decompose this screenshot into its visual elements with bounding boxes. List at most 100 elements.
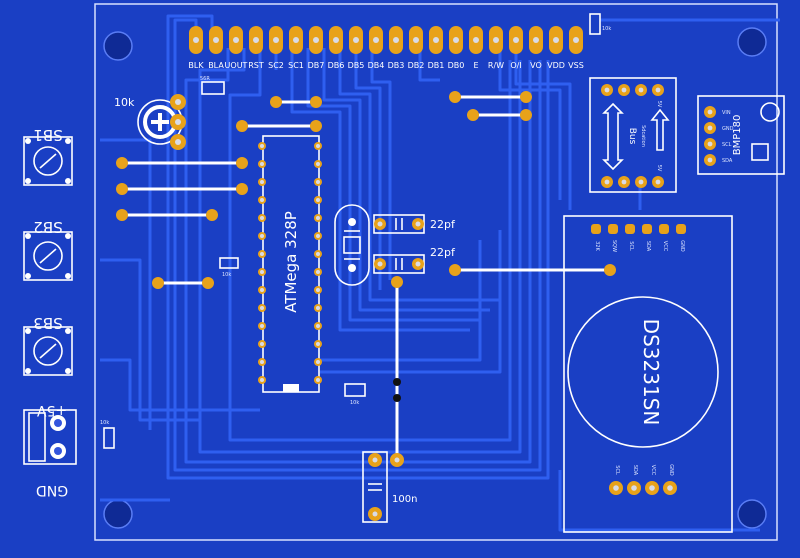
sb3-label: SB3 [33, 314, 62, 332]
lcd-pin-label: RST [248, 61, 264, 70]
capacitor-22pf-1 [373, 214, 425, 234]
mcu-pin [258, 304, 266, 312]
mcu-pin [314, 340, 322, 348]
mcu-pin [258, 178, 266, 186]
rtc-top-pin-label: GND [679, 240, 685, 252]
level-shifter-pin [652, 84, 664, 96]
trimmer-pot [137, 94, 186, 150]
lcd-pin-label: BLK [188, 61, 204, 70]
board-outline [94, 3, 778, 541]
lcd-pin [409, 26, 423, 54]
lcd-pin [349, 26, 363, 54]
button-sb3[interactable]: SB3 [23, 314, 73, 376]
mcu-pin [258, 340, 266, 348]
res5-label: 10k [350, 400, 359, 406]
bmp180-pin-label: GND [722, 126, 734, 132]
plus5v-label: +5V [36, 402, 67, 418]
jumper-wires [122, 95, 610, 456]
lcd-pin-label: R/W [488, 61, 504, 70]
smd-resistor-1: 56R [200, 76, 225, 95]
lcd-pin [189, 26, 203, 54]
res2-label: 10k [602, 26, 611, 32]
lcd-pin-label: VSS [568, 61, 584, 70]
lcd-pin [229, 26, 243, 54]
power-terminal: +5V GND [23, 402, 77, 498]
mcu-chip [258, 135, 322, 393]
capacitor-22pf-2 [373, 254, 425, 274]
rtc-top-pin [659, 224, 669, 234]
rtc-top-pin [608, 224, 618, 234]
rtc-top-pin-label: SDA [645, 241, 651, 252]
smd-resistor-5: 10k [344, 383, 366, 406]
sb2-label: SB2 [33, 218, 62, 236]
capacitor-100n [362, 451, 404, 523]
mcu-pin [314, 178, 322, 186]
level-shifter-pin [652, 176, 664, 188]
mcu-pin [258, 358, 266, 366]
bmp180-pin [704, 122, 716, 134]
ls-label1: Bus [627, 128, 637, 145]
level-shifter-pin-label: 5V [656, 165, 662, 172]
cap1-label: 22pf [430, 218, 456, 231]
lcd-pin-label: DB2 [408, 61, 425, 70]
level-shifter-pin [601, 176, 613, 188]
lcd-pin [289, 26, 303, 54]
mcu-pin [258, 376, 266, 384]
mcu-label: ATMega 328P [282, 211, 300, 313]
res1-label: 56R [200, 76, 210, 82]
rtc-top-pin [625, 224, 635, 234]
lcd-pin [269, 26, 283, 54]
gnd-label: GND [36, 482, 68, 498]
mcu-pin [258, 160, 266, 168]
crystal [334, 204, 370, 286]
rtc-top-pin-label: SQW [611, 240, 617, 252]
button-sb2[interactable]: SB2 [23, 218, 73, 281]
lcd-pin-label: DB6 [328, 61, 345, 70]
lcd-pin-label: E [473, 61, 478, 70]
lcd-header [189, 26, 583, 54]
mcu-pin [258, 142, 266, 150]
rtc-bottom-pin-label: SDA [632, 465, 638, 476]
rtc-bottom-pin [645, 481, 659, 495]
res4-label: 10k [100, 420, 109, 426]
mcu-pin [258, 250, 266, 258]
mcu-pin [314, 196, 322, 204]
rtc-label: DS3231SN [639, 319, 663, 426]
mcu-pin [314, 376, 322, 384]
lcd-pin-label: DB1 [428, 61, 445, 70]
mcu-pin [314, 142, 322, 150]
lcd-pin [509, 26, 523, 54]
rtc-top-pin-label: SCL [628, 241, 634, 251]
button-sb1[interactable]: SB1 [23, 126, 73, 186]
lcd-pin-label: O/I [510, 61, 521, 70]
cap2-label: 22pf [430, 246, 456, 259]
lcd-pin [529, 26, 543, 54]
rtc-bottom-pin [663, 481, 677, 495]
lcd-pin-label: DB0 [448, 61, 465, 70]
lcd-pin-label: DB7 [308, 61, 325, 70]
lcd-pin [489, 26, 503, 54]
rtc-top-pin-label: VCC [662, 241, 668, 252]
level-shifter-pin-label: 5V [656, 101, 662, 108]
mcu-pin [314, 268, 322, 276]
lcd-pin [569, 26, 583, 54]
level-shifter-pin [635, 176, 647, 188]
mcu-pin [314, 160, 322, 168]
rtc-top-pin [591, 224, 601, 234]
sb1-label: SB1 [33, 126, 62, 144]
mcu-pin [258, 322, 266, 330]
mcu-pin [258, 232, 266, 240]
via [393, 394, 401, 402]
bmp180-pin-label: VIN [722, 110, 731, 116]
lcd-pin-label: VDD [547, 61, 565, 70]
mcu-pin [258, 214, 266, 222]
rtc-top-pin [676, 224, 686, 234]
rtc-top-pin-label: 32K [594, 241, 600, 251]
rtc-bottom-pin-label: SCL [614, 465, 620, 475]
lcd-pin-label: DB4 [368, 61, 385, 70]
mcu-pin [314, 322, 322, 330]
